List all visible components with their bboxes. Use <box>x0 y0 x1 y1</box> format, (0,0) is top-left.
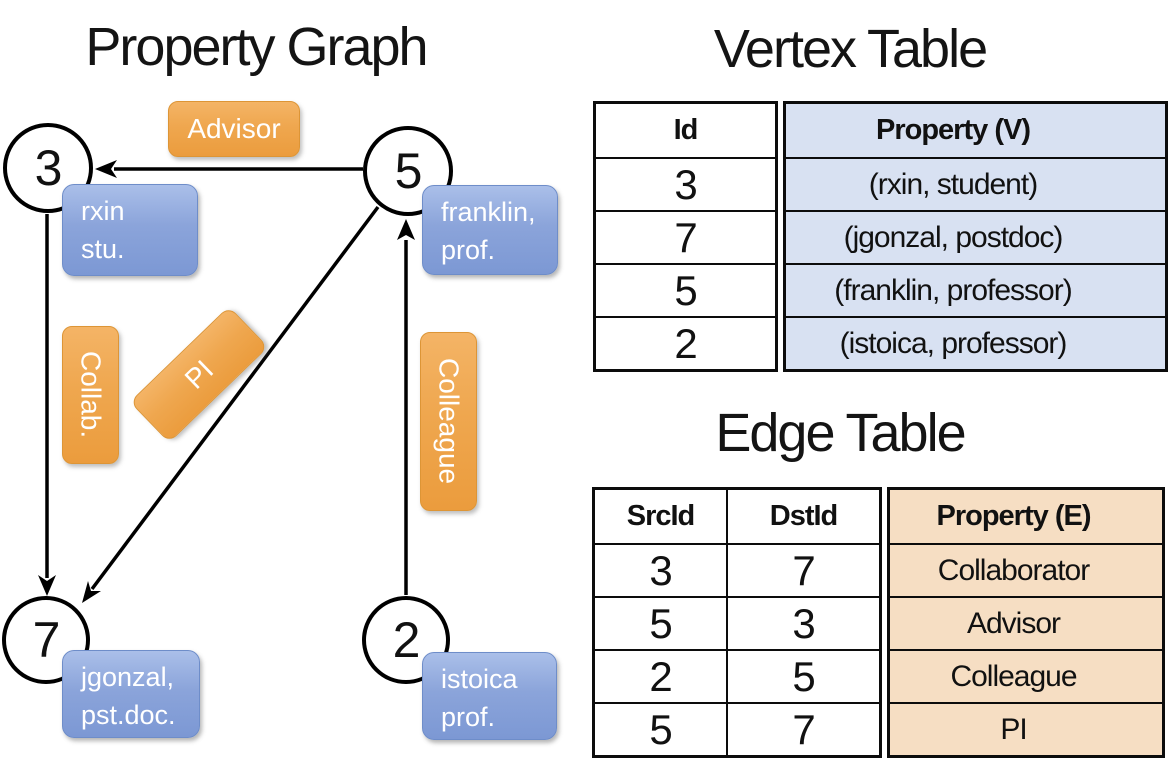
table-cell: Colleague <box>890 649 1162 702</box>
edge-table-header-dstid: DstId <box>726 490 879 543</box>
vertex-table-header-id: Id <box>673 114 699 146</box>
edge-table-id-columns: SrcId DstId 3 7 5 3 2 5 5 7 <box>592 487 882 758</box>
edge-advisor-arrowhead <box>95 160 117 178</box>
table-cell: 5 <box>726 651 879 702</box>
table-cell: 7 <box>726 704 879 755</box>
edge-table-header-property: Property (E) <box>936 500 1092 532</box>
edge-table: SrcId DstId 3 7 5 3 2 5 5 7 Property (E)… <box>592 487 1165 758</box>
table-cell: Collaborator <box>890 543 1162 596</box>
edge-table-title: Edge Table <box>715 403 966 463</box>
table-cell: 3 <box>726 598 879 649</box>
vertex-id: 3 <box>34 140 63 196</box>
label-line: franklin, <box>441 197 536 227</box>
table-cell: 7 <box>726 545 879 596</box>
vertex-table-property-column: Property (V) (rxin, student) (jgonzal, p… <box>783 101 1168 372</box>
table-cell: 5 <box>649 599 672 647</box>
table-cell: 5 <box>596 263 775 316</box>
edge-pi-line <box>90 205 380 591</box>
vertex-id: 2 <box>392 612 421 668</box>
vertex-id: 5 <box>394 143 423 199</box>
table-cell: 3 <box>596 157 775 210</box>
label-line: istoica <box>441 664 518 694</box>
table-cell: PI <box>890 702 1162 755</box>
vertex-table-title: Vertex Table <box>713 19 988 79</box>
vertex-property-label-istoica: istoica prof. <box>422 652 557 740</box>
table-cell: 2 <box>596 316 775 369</box>
edge-label-colleague: Colleague <box>420 332 477 511</box>
edge-pi-arrowhead <box>82 581 101 603</box>
vertex-table: Id 3 7 5 2 Property (V) (rxin, student) … <box>593 101 1168 372</box>
label-line: prof. <box>441 235 496 265</box>
vertex-property-label-franklin: franklin, prof. <box>422 185 558 275</box>
edge-collab-arrowhead <box>38 575 56 596</box>
label-line: rxin <box>81 196 125 226</box>
table-cell: Advisor <box>890 596 1162 649</box>
edge-colleague-arrowhead <box>397 219 415 240</box>
vertex-id: 7 <box>32 612 61 668</box>
label-line: jgonzal, <box>81 662 175 692</box>
vertex-node-2: 2 <box>362 596 450 684</box>
edge-label-collab: Collab. <box>62 326 119 464</box>
vertex-table-header-property: Property (V) <box>876 114 1031 146</box>
table-cell: 3 <box>649 546 672 594</box>
vertex-table-id-column: Id 3 7 5 2 <box>593 101 778 372</box>
table-cell: (jgonzal, postdoc) <box>786 210 1165 263</box>
table-cell: (istoica, professor) <box>786 316 1165 369</box>
table-cell: 7 <box>596 210 775 263</box>
property-graph-title: Property Graph <box>85 17 428 77</box>
edge-table-property-column: Property (E) Collaborator Advisor Collea… <box>887 487 1165 758</box>
edge-table-header-srcid: SrcId <box>626 500 696 532</box>
label-line: stu. <box>81 234 125 264</box>
edge-label-advisor: Advisor <box>168 101 300 157</box>
table-cell: (rxin, student) <box>786 157 1165 210</box>
vertex-property-label-jgonzal: jgonzal, pst.doc. <box>62 650 200 738</box>
graph-edges <box>38 160 415 603</box>
table-cell: 5 <box>649 705 672 753</box>
label-line: prof. <box>441 702 496 732</box>
vertex-property-label-rxin: rxin stu. <box>62 184 198 276</box>
table-cell: 2 <box>649 652 672 700</box>
label-line: pst.doc. <box>81 700 176 730</box>
table-cell: (franklin, professor) <box>786 263 1165 316</box>
